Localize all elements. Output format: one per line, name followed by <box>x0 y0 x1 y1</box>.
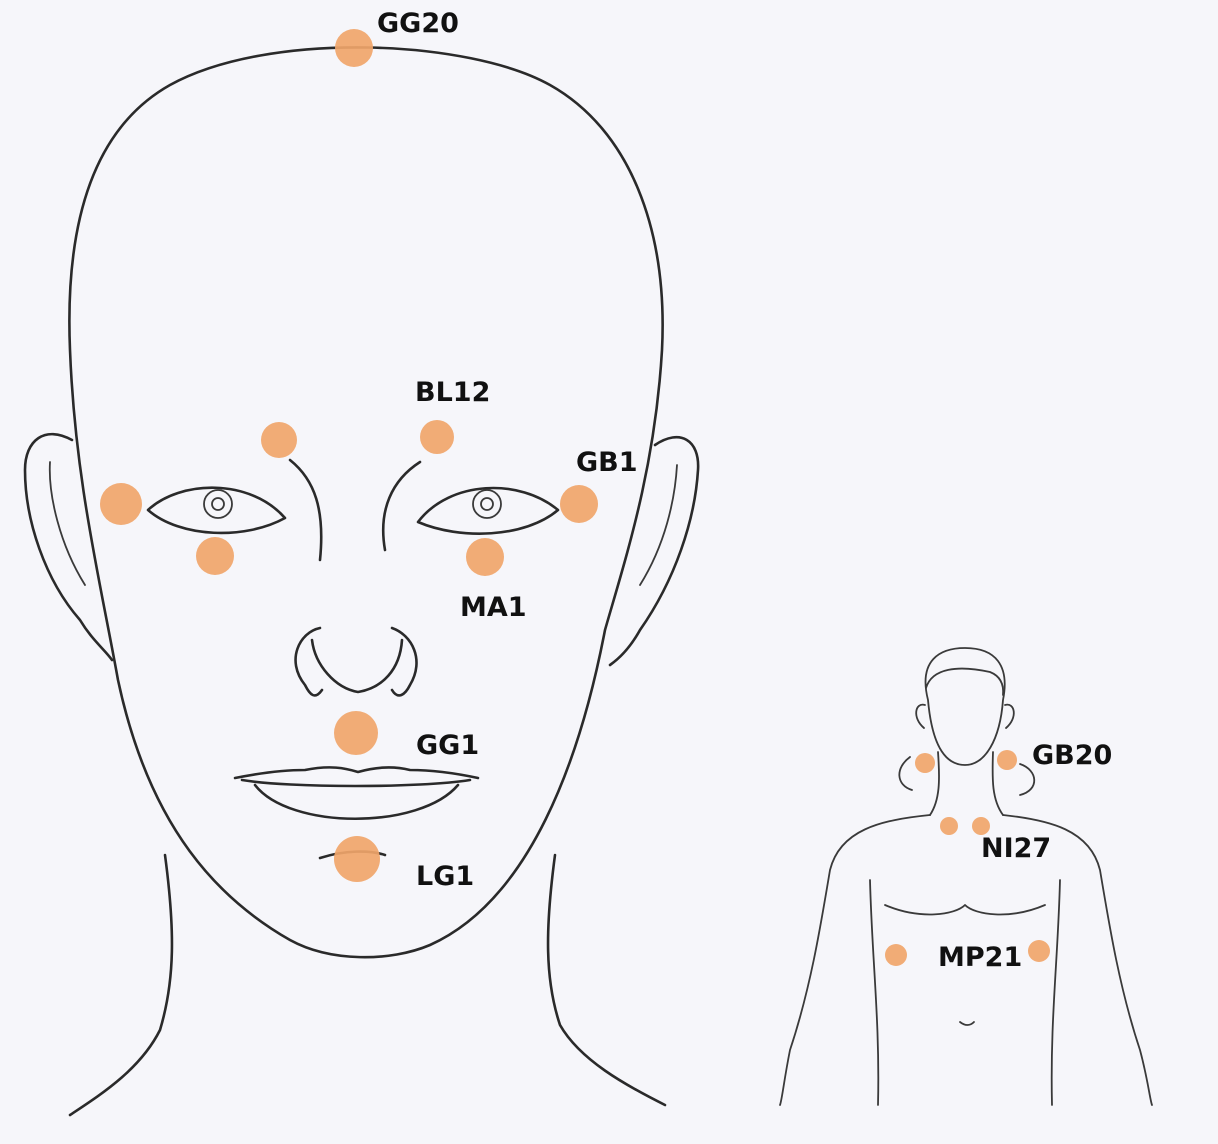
pupil-left <box>212 498 224 510</box>
acupoints <box>100 29 1050 966</box>
body-ear-left <box>916 705 925 728</box>
acupoint-under-eye-left <box>196 537 234 575</box>
body-pecs <box>885 905 1045 914</box>
gb20-arrow-left <box>899 757 912 790</box>
body-drawing <box>780 648 1152 1105</box>
ear-right-inner <box>640 465 677 585</box>
iris-left <box>204 490 232 518</box>
acupoint-gb20-left <box>915 753 935 773</box>
label-gb20: GB20 <box>1032 740 1112 771</box>
acupoint-gb1 <box>560 485 598 523</box>
face-drawing <box>25 47 698 1115</box>
acupoint-mp21-right <box>1028 940 1050 962</box>
label-gg1: GG1 <box>416 730 479 761</box>
mouth-upper-lip <box>235 767 478 778</box>
ear-left <box>25 434 112 660</box>
label-ma1: MA1 <box>460 592 527 623</box>
iris-right <box>473 490 501 518</box>
pupil-right <box>481 498 493 510</box>
acupoint-temple-left <box>100 483 142 525</box>
acupoint-gg1 <box>334 711 378 755</box>
nose <box>296 628 417 695</box>
mouth-lower-lip <box>255 785 458 819</box>
body-navel <box>960 1022 974 1025</box>
body-ear-right <box>1005 705 1014 728</box>
acupoint-gb20-right <box>997 750 1017 770</box>
nose-bridge-right <box>383 462 420 550</box>
acupoint-ma1 <box>466 538 504 576</box>
acupoint-ni27-left <box>940 817 958 835</box>
body-hair <box>926 669 1003 695</box>
acupoint-bl12 <box>420 420 454 454</box>
acupoint-gg20 <box>335 29 373 67</box>
ear-left-inner <box>50 462 85 585</box>
label-lg1: LG1 <box>416 861 474 892</box>
label-mp21: MP21 <box>938 942 1022 973</box>
neck-left-line <box>70 855 172 1115</box>
label-gg20: GG20 <box>377 8 459 39</box>
neck-right-line <box>548 855 665 1105</box>
label-ni27: NI27 <box>981 833 1051 864</box>
nose-bridge-left <box>290 460 321 560</box>
label-bl12: BL12 <box>415 377 490 408</box>
label-gb1: GB1 <box>576 447 638 478</box>
acupoint-lg1 <box>334 836 380 882</box>
mouth-line <box>242 780 470 786</box>
acupoint-mp21-left <box>885 944 907 966</box>
body-head <box>926 648 1005 765</box>
acupoint-brow-left <box>261 422 297 458</box>
